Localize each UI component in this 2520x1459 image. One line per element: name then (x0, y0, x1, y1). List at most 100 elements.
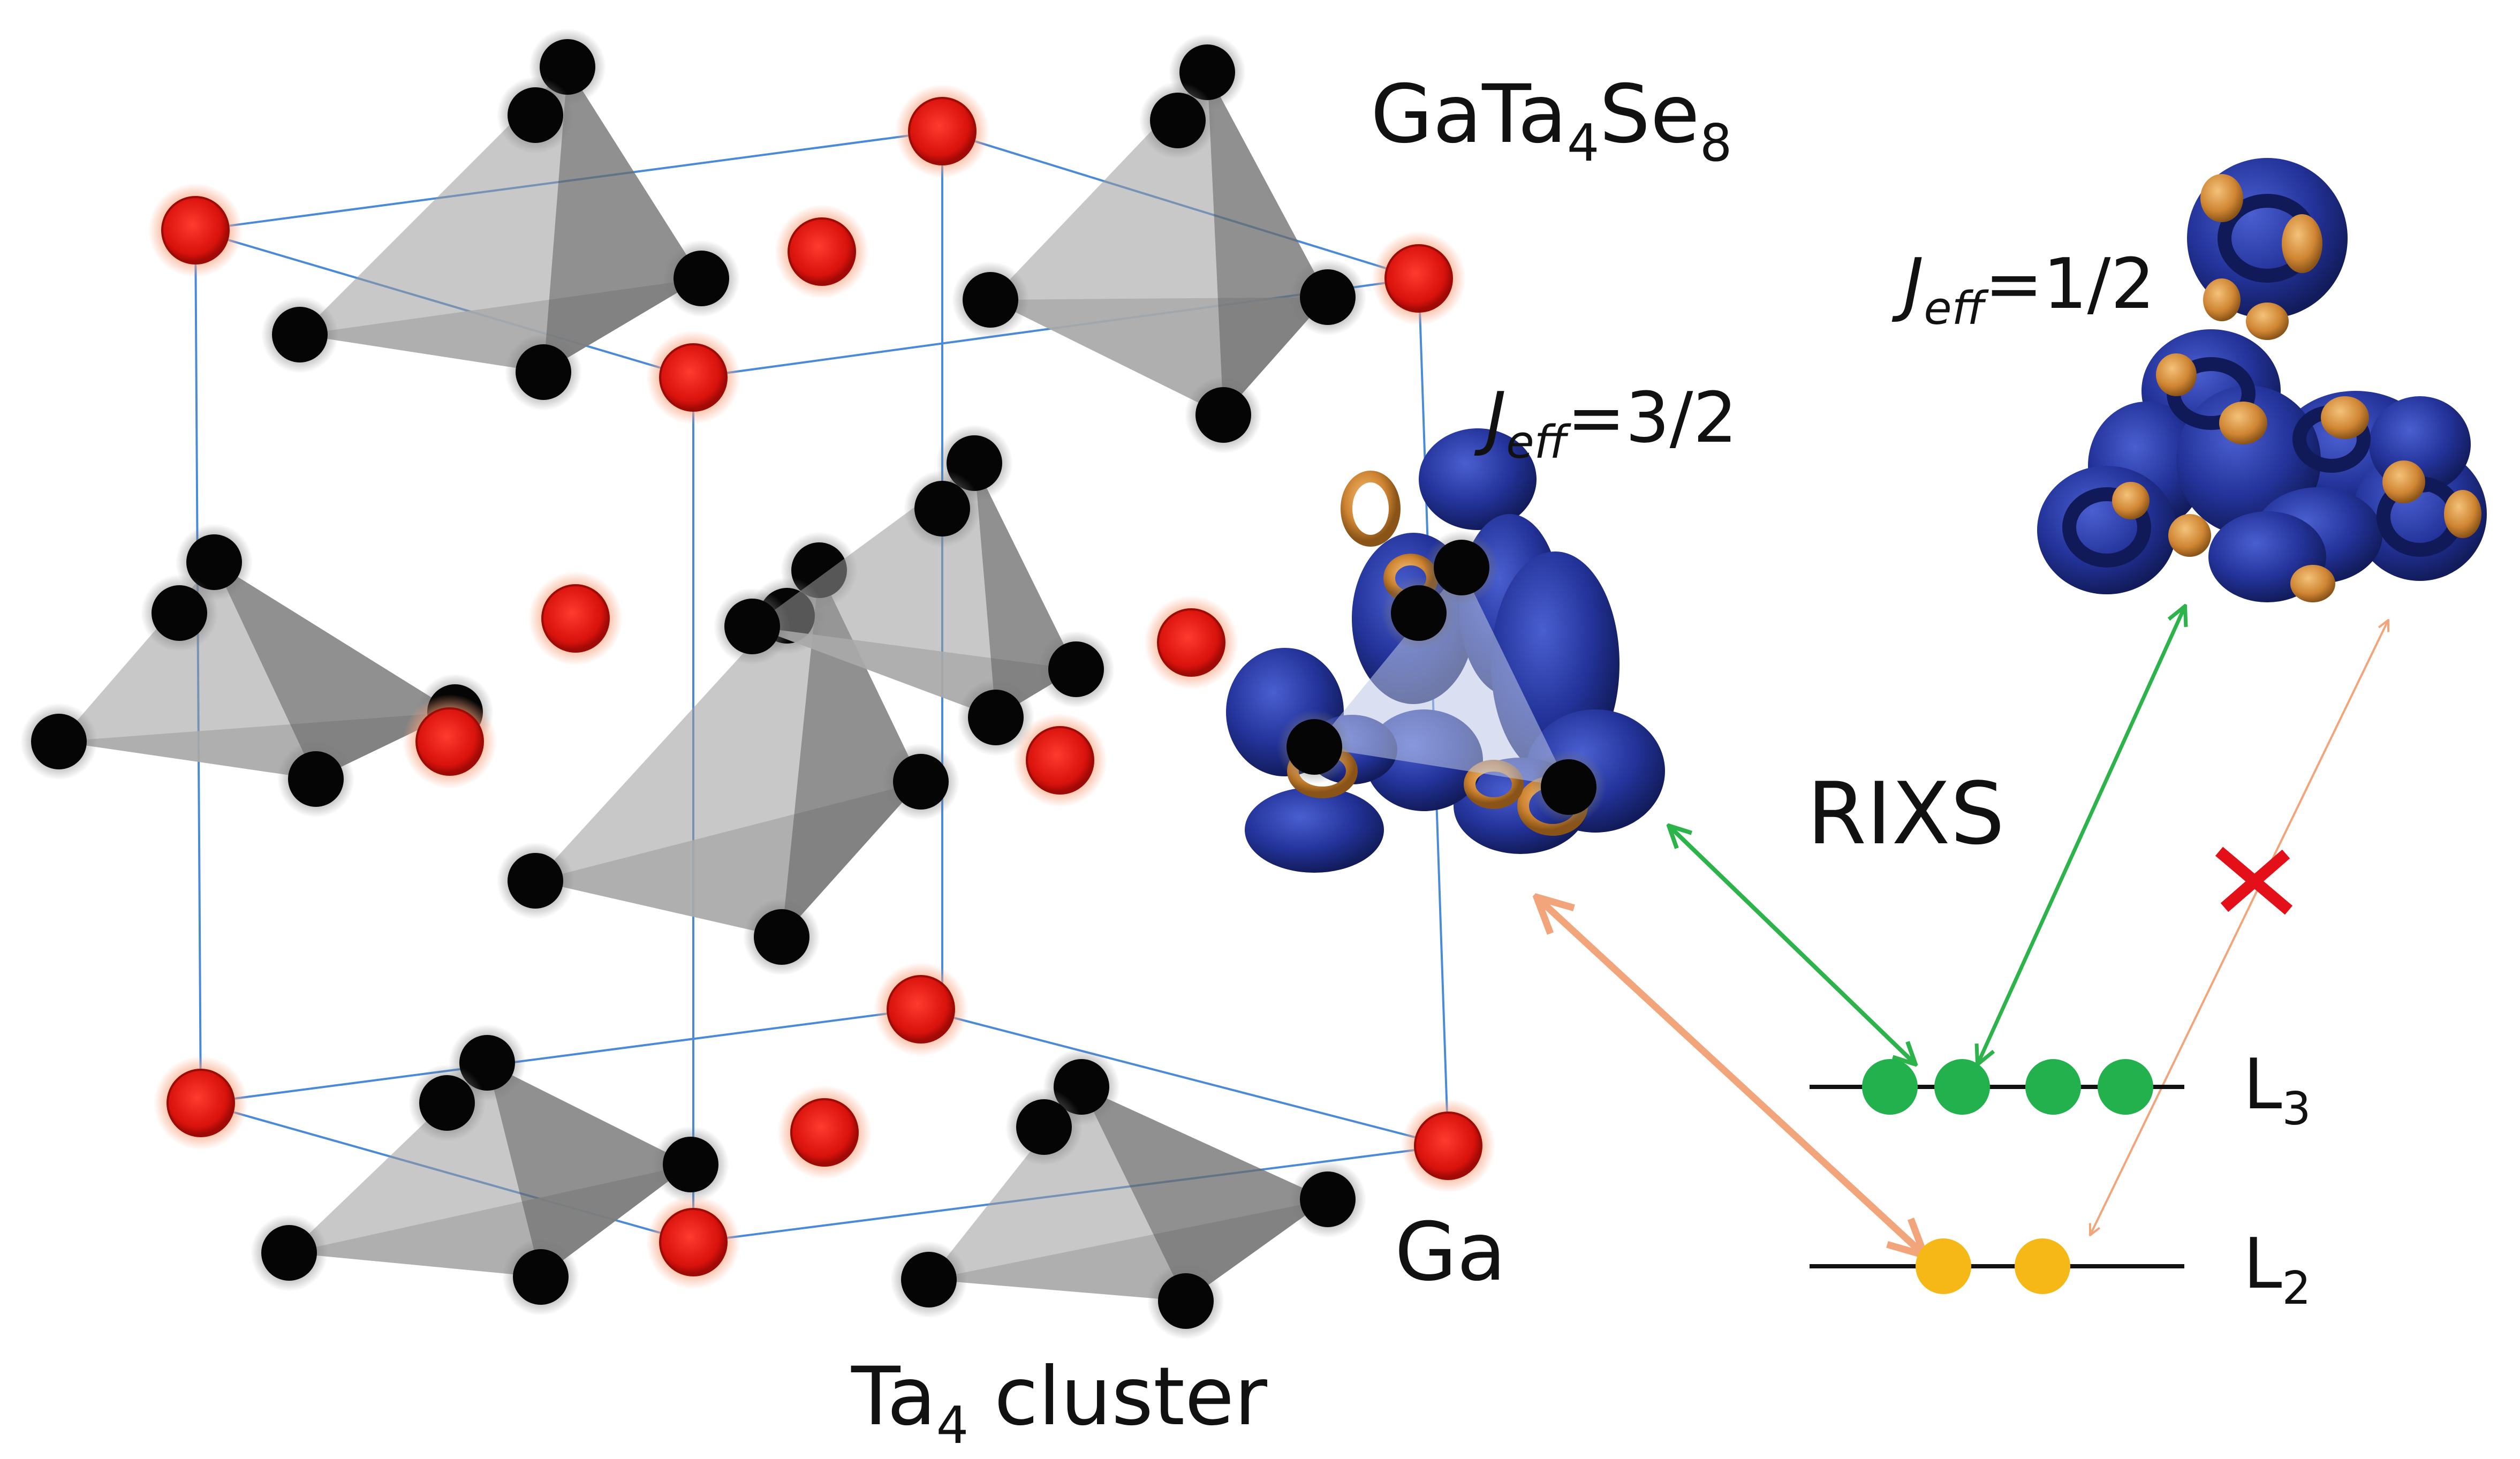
cluster-face (487, 1063, 691, 1277)
ta4-cluster (714, 425, 1115, 756)
cluster-face (214, 562, 455, 779)
ga-atom (646, 330, 740, 425)
orbital-lobe-gold (2219, 402, 2267, 444)
ta-atom (508, 853, 563, 909)
l2-electron (1916, 1238, 1971, 1294)
l3-electron (1934, 1059, 1990, 1115)
ta-atom (1016, 1099, 1072, 1155)
ga-atom (154, 1056, 248, 1150)
l3-electron (2098, 1059, 2153, 1115)
cluster-face (990, 72, 1223, 415)
ta4-cluster (890, 1048, 1366, 1340)
ga-atom-ball (887, 975, 955, 1044)
jeff-3-2-label: Jeff=3/2 (1474, 377, 1737, 469)
cluster-face (1081, 1087, 1328, 1301)
ta-atom (1158, 1273, 1214, 1329)
cluster-face (59, 562, 316, 779)
orbital-lobe-gold (2444, 490, 2481, 538)
ta4-cluster (251, 1024, 729, 1316)
orbital-lobe-gold (2156, 353, 2197, 396)
cluster-face (782, 570, 921, 937)
ga-atom-ball (1026, 726, 1094, 795)
ta-atom (540, 39, 595, 95)
ga-atom (403, 694, 497, 789)
ga-atom (895, 84, 989, 178)
orbital-lobe-gold (2290, 565, 2335, 602)
ga-atom-ball (659, 343, 728, 412)
ta-atom (963, 272, 1018, 328)
ta-atom (288, 751, 344, 807)
ga-atoms (148, 84, 1495, 1289)
ta4-clusters (20, 28, 1366, 1340)
orbital-lobe-gold (2112, 482, 2150, 519)
cluster-face (300, 67, 567, 372)
ga-atom-ball (167, 1069, 235, 1137)
ta-atom (1391, 585, 1447, 641)
ga-atom-ball (790, 1098, 859, 1167)
ga-atom (528, 571, 623, 666)
jeff-1-2-orbital (2037, 158, 2487, 602)
orbital-lobe-blue (1245, 787, 1384, 873)
orbital-cluster-face (1314, 568, 1569, 787)
ta-atom (513, 1249, 569, 1305)
ga-atom-ball (1414, 1112, 1482, 1180)
l3-electron (2025, 1059, 2081, 1115)
ga-atom (646, 1195, 740, 1289)
ta-atom (31, 714, 87, 769)
ga-label: Ga (1395, 1206, 1506, 1299)
ga-atom-ball (908, 97, 977, 165)
ga-atom (775, 205, 869, 299)
orbital-lobe-gold (2282, 214, 2322, 273)
orbital-lobe-gold (2382, 460, 2425, 503)
cluster-face (929, 1087, 1186, 1301)
ta-atom (1048, 641, 1104, 697)
l2-electrons (1916, 1238, 2070, 1294)
orbital-lobe-gold (2203, 278, 2241, 321)
ta4-cluster (952, 34, 1366, 453)
ta-atom (1541, 759, 1596, 815)
ga-atom (1401, 1099, 1495, 1193)
jeff-1-2-label: Jeff=1/2 (1891, 243, 2155, 335)
ga-atom (874, 962, 968, 1056)
orbital-lobe-gold (2321, 396, 2369, 439)
ta4-cluster-label: Ta4 cluster (851, 1350, 1267, 1455)
ga-atom-ball (415, 707, 484, 776)
ga-atom-ball (161, 196, 230, 264)
ga-atom (1013, 713, 1107, 807)
ta-atom (673, 251, 729, 306)
l3-electrons (1862, 1059, 2153, 1115)
orbital-lobe-blue (1419, 428, 1537, 530)
l3-label: L3 (2243, 1044, 2311, 1136)
ga-atom-ball (1157, 608, 1225, 677)
ta-atom (1195, 387, 1251, 443)
ga-atom (1144, 595, 1238, 690)
cluster-face (543, 67, 701, 372)
orange-arrow-to-jeff32 (1539, 899, 1922, 1253)
ta-atom (508, 87, 563, 143)
cell-edge (200, 1008, 921, 1104)
rixs-arrows (1539, 608, 2388, 1253)
ga-atom (1372, 231, 1466, 326)
orbital-lobe-blue (2037, 466, 2176, 594)
orbital-lobe-gold (2168, 514, 2211, 557)
ta-atom (152, 585, 207, 641)
orange-arrow-to-jeff12 (2091, 621, 2388, 1234)
l2-label: L2 (2243, 1223, 2311, 1315)
ta-atom (754, 909, 809, 965)
ta-atom (724, 599, 780, 654)
ta-atom (261, 1225, 317, 1281)
ta-atom (516, 344, 571, 400)
ta-atom (1150, 93, 1206, 148)
orbital-ring-gold (1341, 471, 1401, 547)
ta-atom (968, 690, 1024, 745)
ta-atom (272, 307, 328, 362)
ta-atom (1300, 1171, 1356, 1227)
ta-atom (186, 534, 242, 590)
cell-edge (920, 1008, 1449, 1147)
rixs-label: RIXS (1807, 763, 2005, 864)
orbital-torus-hole (2062, 487, 2151, 568)
cluster-face (1207, 72, 1328, 415)
ta-atom (419, 1075, 475, 1131)
l2-electron (2015, 1238, 2070, 1294)
